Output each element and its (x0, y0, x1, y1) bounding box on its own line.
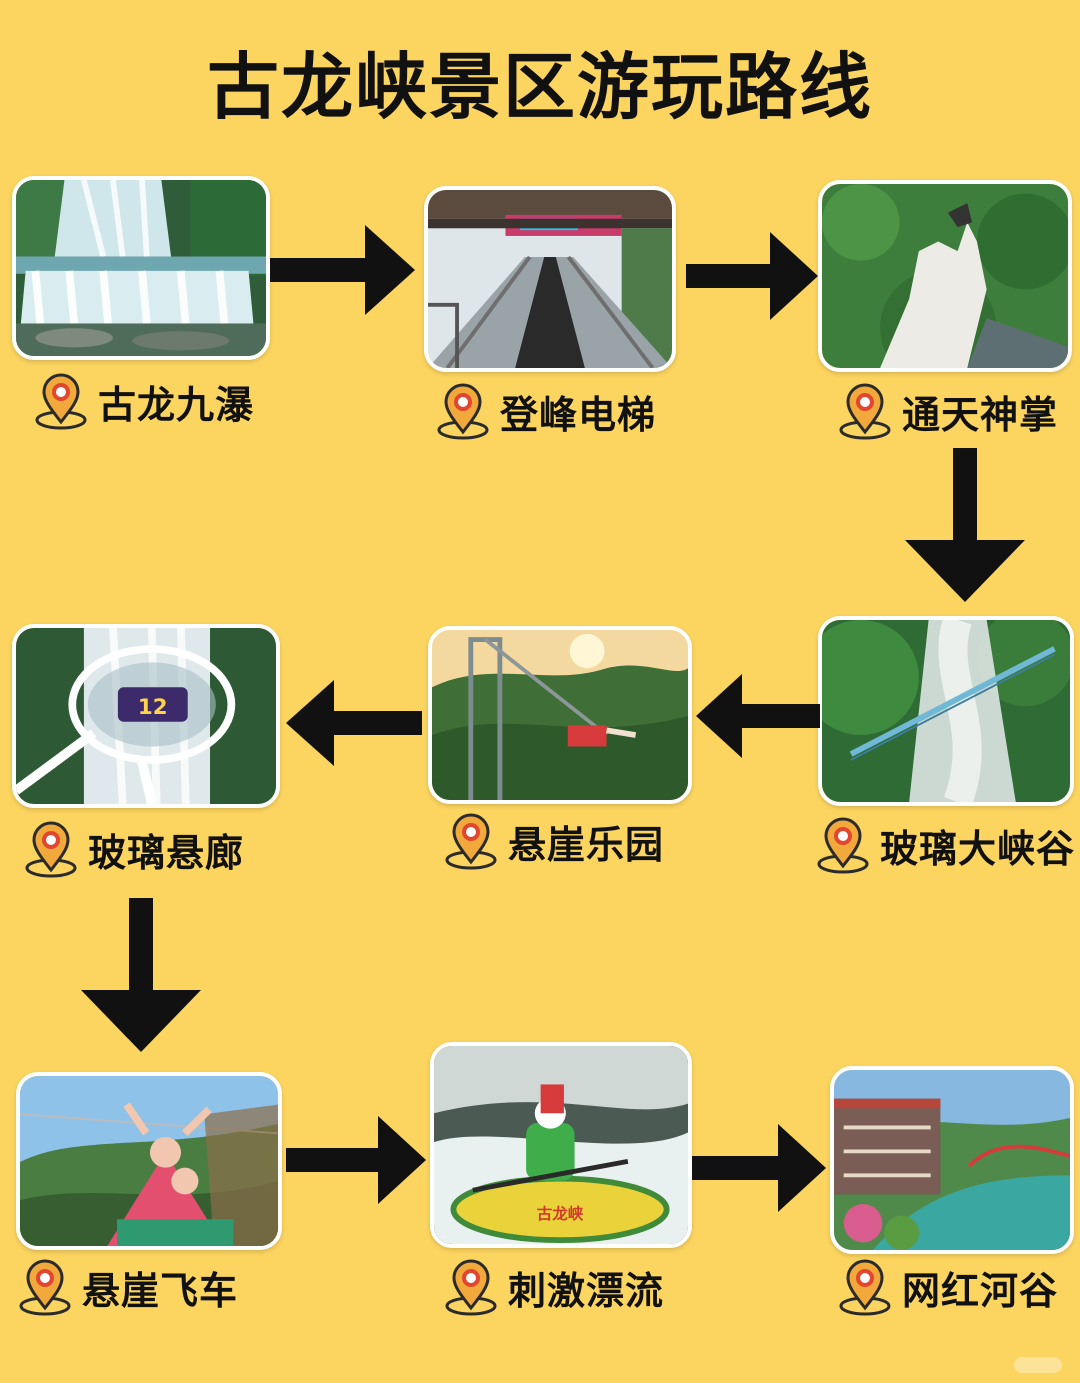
stop-label-1[interactable]: 古龙九瀑 (30, 370, 254, 432)
platform-sign-number: 12 (138, 694, 168, 719)
photo-palm[interactable] (818, 180, 1072, 372)
location-pin-icon (834, 1256, 896, 1318)
arrow-right-icon (286, 1116, 426, 1204)
location-pin-icon (30, 370, 92, 432)
stop-name: 悬崖飞车 (82, 1268, 239, 1313)
arrow-left-icon (696, 674, 820, 758)
arrow-down-icon (905, 448, 1025, 602)
location-pin-icon (432, 380, 494, 442)
stop-name: 古龙九瀑 (98, 382, 255, 427)
stop-name: 悬崖乐园 (508, 822, 665, 867)
photo-river-valley[interactable] (830, 1066, 1074, 1254)
stop-label-2[interactable]: 登峰电梯 (432, 380, 656, 442)
location-pin-icon (440, 1256, 502, 1318)
location-pin-icon (812, 814, 874, 876)
stop-name: 玻璃悬廊 (88, 830, 245, 875)
arrow-left-icon (286, 680, 422, 766)
stop-label-3[interactable]: 通天神掌 (834, 380, 1058, 442)
stop-name: 通天神掌 (902, 392, 1059, 437)
location-pin-icon (834, 380, 896, 442)
arrow-right-icon (270, 225, 415, 315)
stop-name: 登峰电梯 (500, 392, 657, 437)
stop-label-8[interactable]: 刺激漂流 (440, 1256, 664, 1318)
location-pin-icon (440, 810, 502, 872)
stop-label-5[interactable]: 悬崖乐园 (440, 810, 664, 872)
watermark (1014, 1357, 1062, 1373)
arrow-right-icon (686, 232, 818, 320)
location-pin-icon (20, 818, 82, 880)
photo-cliff-swing[interactable] (428, 626, 692, 804)
arrow-right-icon (692, 1124, 826, 1212)
location-pin-icon (14, 1256, 76, 1318)
photo-glass-canyon[interactable] (818, 616, 1074, 806)
photo-elevator[interactable] (424, 186, 676, 372)
photo-glass-platform[interactable]: 12 (12, 624, 280, 808)
stop-label-6[interactable]: 玻璃悬廊 (20, 818, 244, 880)
page-title: 古龙峡景区游玩路线 (206, 45, 873, 129)
raft-brand-text: 古龙峡 (537, 1204, 584, 1223)
stop-label-9[interactable]: 网红河谷 (834, 1256, 1058, 1318)
photo-waterfall[interactable] (12, 176, 270, 360)
stop-name: 网红河谷 (902, 1268, 1059, 1313)
arrow-down-icon (81, 898, 201, 1052)
stop-label-7[interactable]: 悬崖飞车 (14, 1256, 238, 1318)
stop-name: 刺激漂流 (508, 1268, 665, 1313)
stop-label-4[interactable]: 玻璃大峡谷 (812, 814, 1075, 876)
photo-coaster[interactable] (16, 1072, 282, 1250)
photo-rafting[interactable]: 古龙峡 (430, 1042, 692, 1248)
stop-name: 玻璃大峡谷 (880, 826, 1076, 871)
